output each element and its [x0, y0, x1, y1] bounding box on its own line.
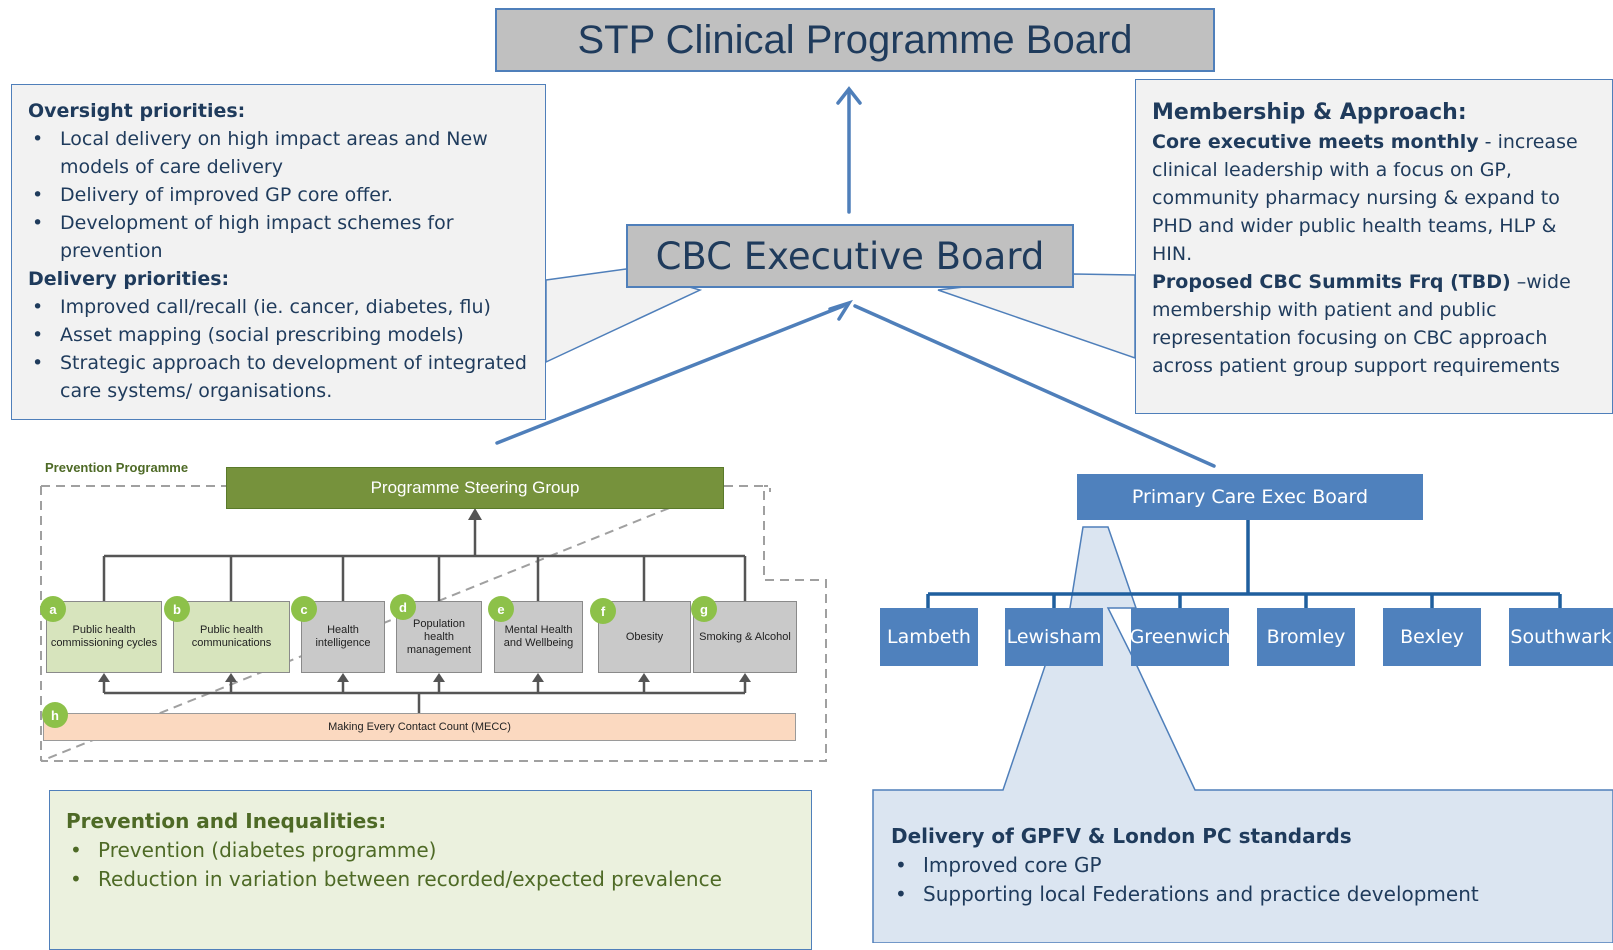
mecc-label: Making Every Contact Count (MECC) [328, 721, 511, 733]
node-label: Smoking & Alcohol [699, 630, 791, 643]
list-item: Prevention (diabetes programme) [66, 836, 795, 865]
programme-steering-group: Programme Steering Group [226, 467, 724, 509]
core-executive-bold: Core executive meets monthly [1152, 131, 1479, 153]
primary-care-label: Primary Care Exec Board [1131, 486, 1369, 508]
list-item: Improved call/recall (ie. cancer, diabet… [28, 293, 529, 321]
node-label: Obesity [625, 630, 664, 643]
badge-b: b [164, 596, 190, 622]
membership-heading: Membership & Approach: [1152, 100, 1467, 125]
list-item: Delivery of improved GP core offer. [28, 181, 529, 209]
node-label: Health intelligence [315, 624, 371, 649]
summits-bold: Proposed CBC Summits Frq (TBD) [1152, 271, 1511, 293]
node-label: Public health communications [191, 624, 272, 649]
list-item: Strategic approach to development of int… [28, 349, 529, 405]
list-item: Improved core GP [891, 851, 1611, 880]
borough-label: Bromley [1266, 626, 1346, 648]
badge-a: a [40, 596, 66, 622]
steering-group-label: Programme Steering Group [370, 478, 580, 497]
node-label: Population health management [406, 617, 472, 656]
node-label: Public health commissioning cycles [50, 624, 158, 649]
membership-approach-panel: Membership & Approach: Core executive me… [1135, 79, 1613, 414]
badge-e: e [488, 596, 514, 622]
list-item: Supporting local Federations and practic… [891, 880, 1611, 909]
core-executive-text: - increase clinical leadership with a fo… [1152, 131, 1578, 265]
stp-board-title: STP Clinical Programme Board [577, 17, 1133, 62]
borough-label: Bexley [1400, 626, 1464, 648]
cbc-executive-board: CBC Executive Board [626, 224, 1074, 288]
mecc-bar: Making Every Contact Count (MECC) [43, 713, 796, 741]
borough-label: Southwark [1510, 626, 1612, 648]
node-label: Mental Health and Wellbeing [503, 624, 574, 649]
delivery-heading: Delivery priorities: [28, 268, 230, 290]
primary-care-exec-board: Primary Care Exec Board [1077, 474, 1423, 520]
stp-clinical-programme-board: STP Clinical Programme Board [495, 8, 1215, 72]
arrowhead-stp [836, 86, 862, 105]
borough-label: Lewisham [1006, 626, 1102, 648]
borough-bexley: Bexley [1383, 608, 1481, 666]
badge-h: h [42, 702, 68, 728]
prevention-inequalities-panel: Prevention and Inequalities: Prevention … [49, 790, 812, 950]
list-item: Development of high impact schemes for p… [28, 209, 529, 265]
borough-label: Lambeth [887, 626, 971, 648]
borough-southwark: Southwark [1509, 608, 1613, 666]
summits-text: –wide membership with patient and public… [1152, 271, 1571, 377]
borough-label: Greenwich [1129, 626, 1231, 648]
badge-c: c [291, 596, 317, 622]
arrow-prevention-to-cbc [495, 304, 845, 445]
list-item: Local delivery on high impact areas and … [28, 125, 529, 181]
oversight-heading: Oversight priorities: [28, 100, 246, 122]
node-public-health-communications: Public health communications [173, 601, 290, 673]
oversight-priorities-panel: Oversight priorities: Local delivery on … [11, 84, 546, 420]
badge-d: d [390, 594, 416, 620]
core-executive-paragraph: Core executive meets monthly - increase … [1152, 128, 1596, 268]
cbc-board-title: CBC Executive Board [655, 234, 1045, 278]
gpfv-heading: Delivery of GPFV & London PC standards [891, 824, 1352, 848]
arrowhead-cbc [828, 299, 854, 321]
oversight-callout-pointer [545, 268, 703, 364]
borough-bromley: Bromley [1257, 608, 1355, 666]
badge-f: f [590, 598, 616, 624]
borough-lambeth: Lambeth [880, 608, 978, 666]
prevention-inequalities-heading: Prevention and Inequalities: [66, 809, 387, 833]
node-public-health-commissioning: Public health commissioning cycles [46, 601, 162, 673]
list-item: Asset mapping (social prescribing models… [28, 321, 529, 349]
prevention-programme-label: Prevention Programme [45, 460, 189, 475]
oversight-list: Local delivery on high impact areas and … [28, 125, 529, 265]
delivery-list: Improved call/recall (ie. cancer, diabet… [28, 293, 529, 405]
prevention-inequalities-list: Prevention (diabetes programme) Reductio… [66, 836, 795, 894]
borough-greenwich: Greenwich [1129, 608, 1231, 666]
node-smoking-alcohol: Smoking & Alcohol [693, 601, 797, 673]
badge-g: g [691, 596, 717, 622]
gpfv-panel: Delivery of GPFV & London PC standards I… [891, 822, 1611, 909]
summits-paragraph: Proposed CBC Summits Frq (TBD) –wide mem… [1152, 268, 1596, 380]
borough-lewisham: Lewisham [1005, 608, 1103, 666]
arrow-primarycare-to-cbc [853, 304, 1216, 468]
node-population-health-management: Population health management [396, 601, 482, 673]
list-item: Reduction in variation between recorded/… [66, 865, 795, 894]
gpfv-list: Improved core GP Supporting local Federa… [891, 851, 1611, 909]
